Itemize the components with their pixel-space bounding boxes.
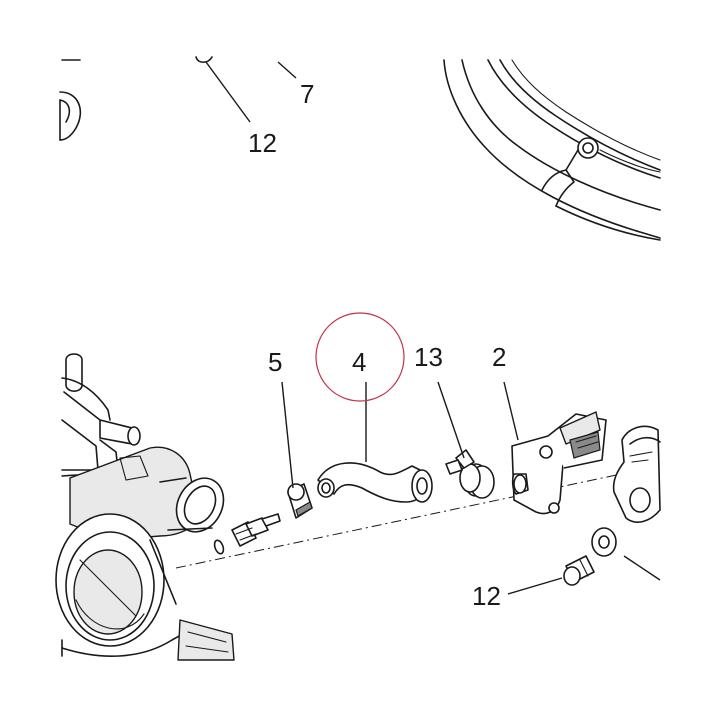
callout-5: 5: [268, 347, 282, 377]
callout-12-top: 12: [248, 128, 277, 158]
throttle-body-assembly: [55, 353, 235, 661]
callout-4: 4: [352, 347, 366, 377]
assembly-axis-line: [175, 469, 641, 569]
part-5-sleeve: [287, 483, 313, 519]
mounting-bracket: [612, 425, 661, 523]
callout-2: 2: [492, 342, 506, 372]
washer: [591, 527, 617, 557]
part-2-sensor: [511, 411, 607, 515]
callout-13: 13: [414, 342, 443, 372]
part-13-clamp: [445, 449, 495, 499]
screw-head-top: [195, 56, 213, 64]
o-ring: [213, 539, 225, 555]
highlight-circle: [315, 312, 405, 402]
callout-12-bottom: 12: [472, 581, 501, 611]
screw-bottom: [563, 555, 595, 586]
callout-7: 7: [300, 79, 314, 109]
top-left-housing-fragment: [59, 59, 82, 141]
part-4-hose: [317, 462, 433, 503]
top-right-cover: [443, 59, 661, 241]
leader-lines: [205, 61, 661, 595]
hose-fitting: [231, 513, 281, 547]
